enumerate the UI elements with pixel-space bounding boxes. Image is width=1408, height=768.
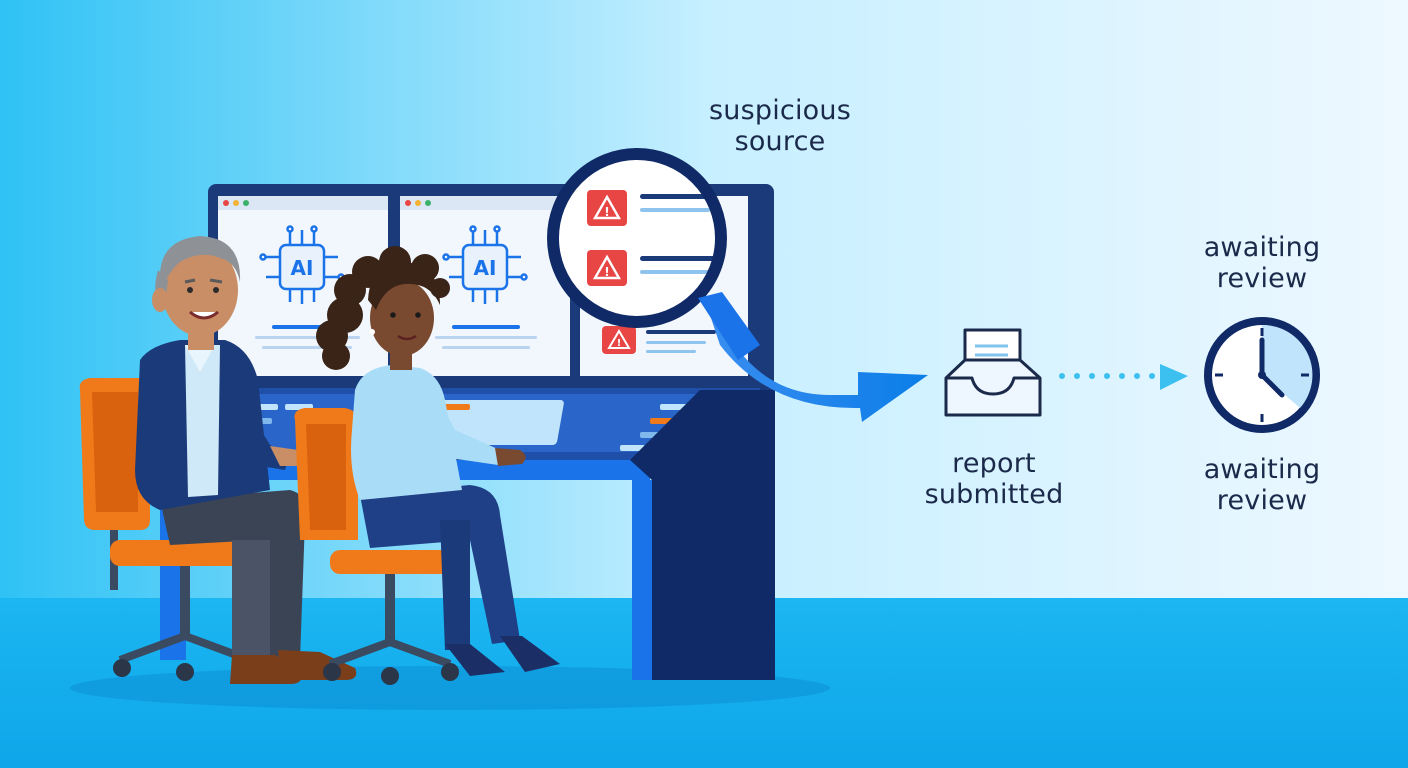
magnifier-icon: ! ! xyxy=(547,148,727,328)
ai-chip-label-middle: AI xyxy=(474,256,497,280)
warning-icon-2: ! xyxy=(587,250,627,286)
woman-figure xyxy=(316,246,560,676)
ai-chip-icon-left xyxy=(259,225,345,304)
inbox-icon xyxy=(944,328,1042,417)
dotted-connector xyxy=(1059,364,1188,390)
warning-icon-3: ! xyxy=(602,326,636,354)
ai-chip-label-left: AI xyxy=(291,256,314,280)
magnifier-handle xyxy=(698,292,760,360)
svg-text:!: ! xyxy=(604,205,609,219)
ai-chip-icon-middle xyxy=(442,225,528,304)
flow-arrow xyxy=(705,300,928,422)
chair-left xyxy=(79,378,280,681)
chair-right xyxy=(294,408,470,685)
clock-icon xyxy=(1204,317,1320,433)
warning-icon-1: ! xyxy=(587,190,627,226)
svg-text:!: ! xyxy=(617,338,622,349)
svg-text:!: ! xyxy=(604,265,609,279)
